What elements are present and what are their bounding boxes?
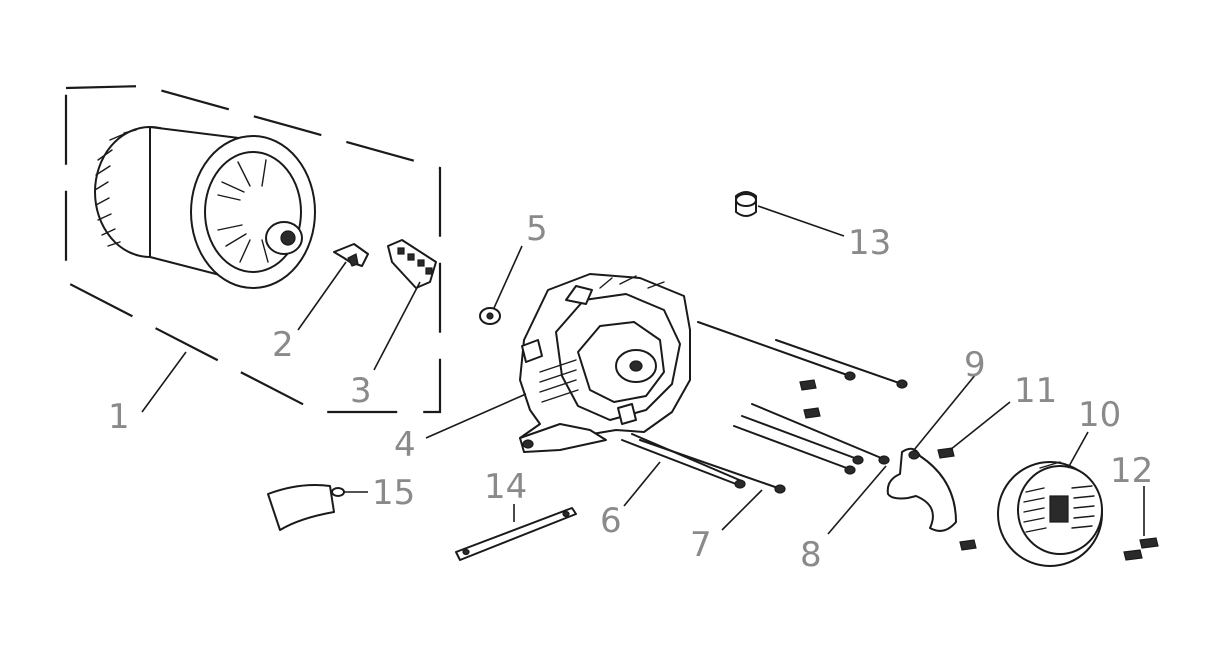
callout-labels: 1 2 3 4 5 6 7 8 9 10 11 12 13 14 15 [108, 209, 1153, 575]
part-upper-bolts [697, 321, 908, 419]
part-12-screws [959, 537, 1159, 561]
part-3-terminal-bar [387, 239, 437, 289]
callout-12: 12 [1110, 451, 1153, 491]
callout-2: 2 [272, 325, 294, 365]
part-11-screw [937, 447, 955, 459]
callout-10: 10 [1078, 395, 1121, 435]
callout-6: 6 [600, 501, 622, 541]
leader-lines [141, 205, 1145, 536]
callout-4: 4 [394, 425, 416, 465]
part-2-brush-holder [333, 243, 369, 267]
part-15-label-plate [267, 484, 345, 531]
part-5-washer [479, 307, 501, 325]
part-9-cover [886, 447, 957, 532]
callout-5: 5 [526, 209, 548, 249]
callout-15: 15 [372, 473, 415, 513]
part-10-end-cap [997, 461, 1103, 567]
callout-9: 9 [964, 345, 986, 385]
callout-3: 3 [350, 371, 372, 411]
callout-1: 1 [108, 397, 130, 437]
part-8-bolts [733, 403, 890, 475]
part-4-end-housing [519, 273, 691, 453]
callout-14: 14 [484, 467, 527, 507]
part-1-rotor-assembly [94, 126, 316, 289]
callout-11: 11 [1014, 371, 1057, 411]
callout-8: 8 [800, 535, 822, 575]
part-13-bushing [735, 191, 757, 217]
callout-13: 13 [848, 223, 891, 263]
assembly-group-bracket [64, 84, 442, 414]
callout-7: 7 [690, 525, 712, 565]
part-6-through-bolts [621, 433, 786, 494]
part-14-bracket-strip [455, 507, 577, 561]
